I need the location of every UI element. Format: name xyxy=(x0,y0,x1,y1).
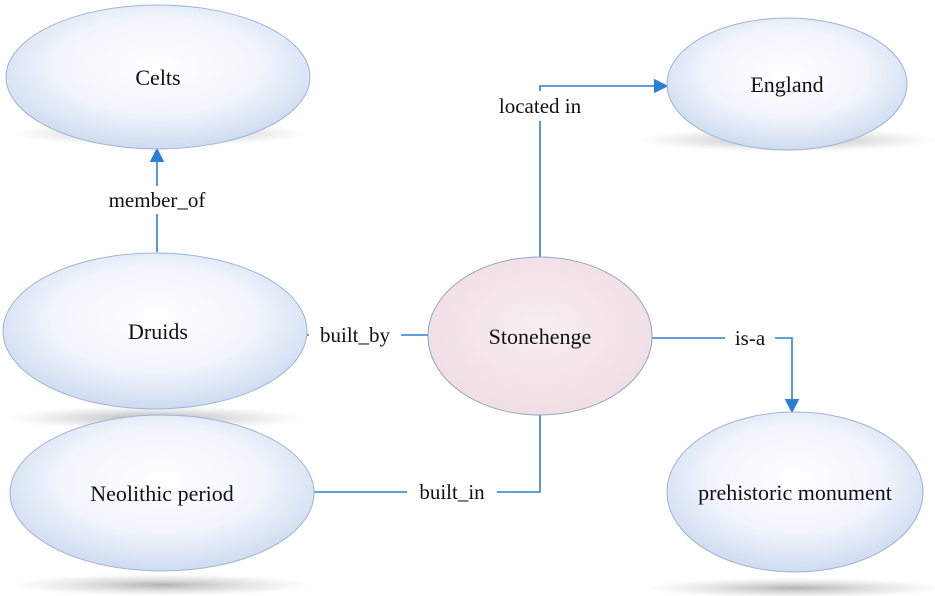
is-a-label: is-a xyxy=(735,326,766,350)
node-celts: Celts xyxy=(5,4,311,150)
edge-labels: member_of built_by built_in located in i… xyxy=(95,91,775,506)
node-neolithic: Neolithic period xyxy=(9,414,315,572)
neolithic-label: Neolithic period xyxy=(90,481,234,506)
built-by-label-bg xyxy=(309,321,401,349)
member-of-label: member_of xyxy=(109,188,206,212)
built-in-label-bg xyxy=(407,478,497,506)
prehistoric-ellipse xyxy=(666,411,924,573)
stonehenge-ellipse xyxy=(427,256,653,416)
located-in-label-bg xyxy=(484,91,596,121)
neolithic-ellipse xyxy=(9,414,315,572)
stonehenge-label: Stonehenge xyxy=(489,324,592,349)
england-ellipse xyxy=(666,17,908,151)
located-in-label: located in xyxy=(499,94,582,118)
node-england: England xyxy=(666,17,908,151)
prehistoric-label: prehistoric monument xyxy=(698,480,892,505)
is-a-edge xyxy=(652,337,800,414)
built-in-label: built_in xyxy=(419,480,485,504)
celts-ellipse xyxy=(5,4,311,150)
member-of-label-bg xyxy=(95,186,219,214)
node-prehistoric: prehistoric monument xyxy=(666,411,924,573)
england-label: England xyxy=(750,72,823,97)
built-by-label: built_by xyxy=(320,323,391,347)
druids-ellipse xyxy=(2,252,308,410)
druids-label: Druids xyxy=(128,319,188,344)
node-stonehenge: Stonehenge xyxy=(427,256,653,416)
built-in-edge xyxy=(287,415,541,500)
located-in-edge xyxy=(539,78,669,257)
is-a-label-bg xyxy=(725,324,775,352)
neolithic-shadow xyxy=(12,574,312,596)
node-druids: Druids xyxy=(2,252,308,410)
celts-label: Celts xyxy=(135,65,180,90)
prehistoric-shadow xyxy=(645,578,935,596)
